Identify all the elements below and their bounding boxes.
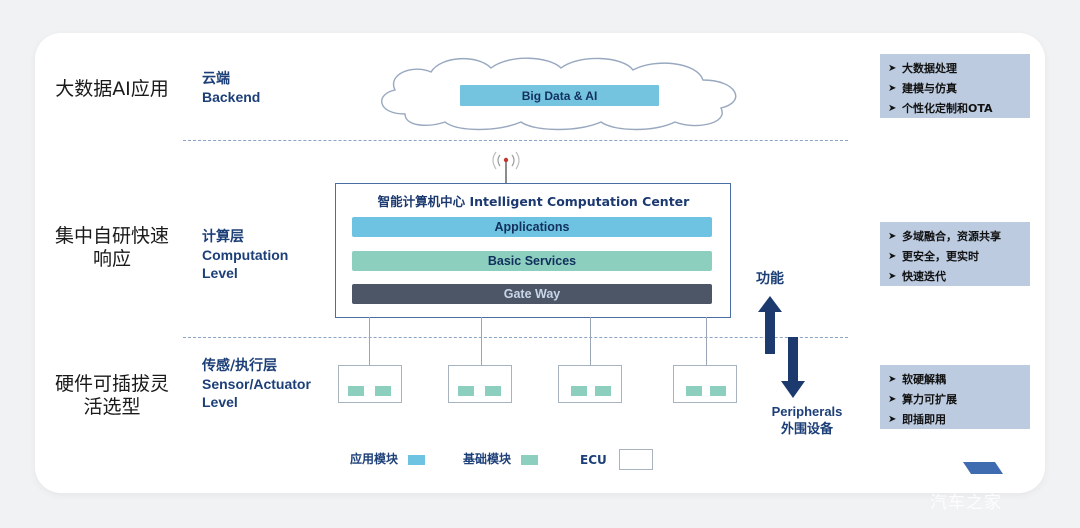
legend-app-module: 应用模块 — [350, 450, 426, 467]
chevron-right-icon: ➤ — [888, 82, 897, 94]
watermark: 汽车之家 — [930, 493, 1002, 513]
chevron-right-icon: ➤ — [888, 230, 897, 242]
legend-ecu: ECU — [580, 449, 653, 470]
peripherals-label: Peripherals 外围设备 — [760, 403, 854, 439]
tier-label-computation: 计算层 Computation Level — [202, 228, 312, 282]
peripherals-cn: 外围设备 — [780, 422, 833, 437]
chevron-right-icon: ➤ — [888, 270, 897, 282]
separator-bottom — [183, 337, 848, 338]
gateway-bar: Gate Way — [352, 284, 712, 304]
legend-label: ECU — [580, 452, 607, 467]
basic-module-block — [485, 386, 501, 396]
ecu-module — [673, 365, 737, 403]
chevron-right-icon: ➤ — [888, 250, 897, 262]
ecu-connector — [590, 317, 591, 365]
feature-box-sensor: ➤软硬解耦 ➤算力可扩展 ➤即插即用 — [880, 365, 1030, 429]
tier-label-sensor: 传感/执行层 Sensor/Actuator Level — [202, 357, 332, 411]
feature-item: ➤更安全，更实时 — [888, 250, 979, 263]
basic-module-block — [571, 386, 587, 396]
corner-decoration — [963, 462, 1003, 474]
legend-basic-module: 基础模块 — [463, 450, 539, 467]
tier-label-backend: 云端 Backend — [202, 70, 260, 106]
tier-en: Backend — [202, 89, 261, 105]
chevron-right-icon: ➤ — [888, 62, 897, 74]
feature-item: ➤多域融合，资源共享 — [888, 230, 1001, 243]
feature-box-backend: ➤大数据处理 ➤建模与仿真 ➤个性化定制和OTA — [880, 54, 1030, 118]
feature-item: ➤快速迭代 — [888, 270, 946, 283]
feature-item: ➤即插即用 — [888, 413, 946, 426]
feature-item: ➤算力可扩展 — [888, 393, 957, 406]
computation-center-title: 智能计算机中心 Intelligent Computation Center — [377, 194, 690, 209]
ecu-module — [558, 365, 622, 403]
feature-item: ➤建模与仿真 — [888, 82, 957, 95]
chevron-right-icon: ➤ — [888, 413, 897, 425]
chevron-right-icon: ➤ — [888, 393, 897, 405]
basic-module-block — [710, 386, 726, 396]
separator-top — [183, 140, 848, 141]
basic-module-block — [595, 386, 611, 396]
bigdata-ai-bar: Big Data & AI — [460, 85, 659, 106]
basic-module-block — [686, 386, 702, 396]
legend-swatch — [618, 449, 653, 470]
basic-module-block — [458, 386, 474, 396]
row-title-hardware: 硬件可插拔灵活选型 — [54, 373, 169, 418]
ecu-connector — [369, 317, 370, 365]
row-title-centralized: 集中自研快速响应 — [54, 225, 169, 270]
chevron-right-icon: ➤ — [888, 102, 897, 114]
legend-swatch — [408, 455, 426, 465]
arrow-up-icon — [758, 296, 782, 354]
basic-module-block — [348, 386, 364, 396]
legend-label: 基础模块 — [463, 452, 512, 466]
ecu-connector — [481, 317, 482, 365]
legend-swatch — [521, 455, 539, 465]
feature-box-computation: ➤多域融合，资源共享 ➤更安全，更实时 ➤快速迭代 — [880, 222, 1030, 286]
applications-bar: Applications — [352, 217, 712, 237]
antenna-icon — [492, 151, 520, 183]
feature-item: ➤软硬解耦 — [888, 373, 946, 386]
tier-cn: 传感/执行层 — [202, 358, 278, 374]
function-label: 功能 — [756, 271, 784, 287]
peripherals-en: Peripherals — [771, 404, 843, 419]
tier-en: Sensor/Actuator Level — [202, 376, 311, 410]
arrow-down-icon — [781, 337, 805, 398]
basic-module-block — [375, 386, 391, 396]
feature-item: ➤个性化定制和OTA — [888, 102, 993, 115]
basic-services-bar: Basic Services — [352, 251, 712, 271]
chevron-right-icon: ➤ — [888, 373, 897, 385]
ecu-module — [338, 365, 402, 403]
row-title-bigdata: 大数据AI应用 — [55, 78, 169, 100]
tier-cn: 云端 — [202, 71, 230, 87]
tier-en: Computation Level — [202, 247, 289, 281]
feature-item: ➤大数据处理 — [888, 62, 957, 75]
tier-cn: 计算层 — [202, 229, 244, 245]
ecu-module — [448, 365, 512, 403]
legend-label: 应用模块 — [350, 452, 399, 466]
ecu-connector — [706, 317, 707, 365]
